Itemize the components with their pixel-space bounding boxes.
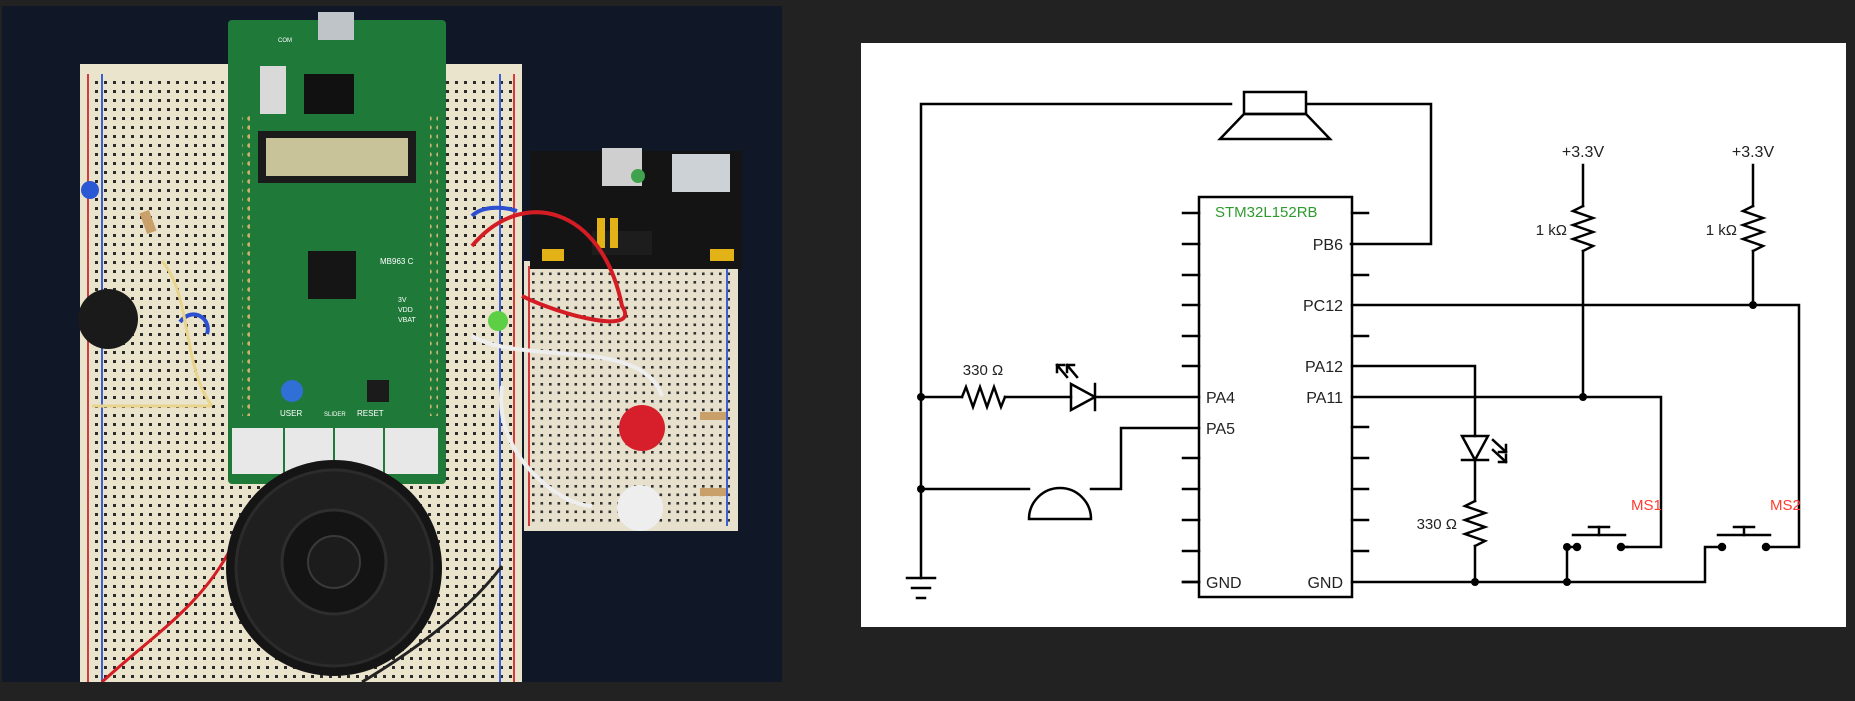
pin-label-pa5: PA5 [1206, 421, 1235, 438]
resistor-led2-label: 330 Ω [1417, 516, 1457, 533]
circuit-schematic: STM32L152RB PB6 PC12 PA12 PA11 GND PA4 P… [905, 90, 1801, 600]
hardware-photo: MB963 C USER RESET SLIDER COM 3V VDD VBA… [2, 6, 782, 682]
board-model-label: MB963 C [380, 257, 414, 266]
pin-label-pb6: PB6 [1313, 237, 1343, 254]
pin-label-pa12: PA12 [1305, 359, 1343, 376]
chip-name-label: STM32L152RB [1215, 204, 1318, 221]
buzzer-symbol [1027, 486, 1093, 521]
reset-label: RESET [357, 409, 384, 418]
switch-ms2-symbol [1716, 525, 1772, 552]
resistor-led1-label: 330 Ω [963, 362, 1003, 379]
right-pin-stubs [1350, 211, 1370, 553]
switch-ms2-label: MS2 [1770, 497, 1801, 514]
lcd-display [266, 138, 408, 176]
speaker-symbol [1217, 90, 1333, 141]
wire-pc12 [1350, 303, 1801, 549]
power-label-vdd: VDD [398, 307, 413, 314]
slider-label: SLIDER [324, 412, 346, 418]
pullup-label-1: 1 kΩ [1536, 222, 1567, 239]
buzzer [78, 289, 138, 349]
user-button[interactable] [281, 380, 303, 402]
resistor-1 [139, 209, 157, 235]
red-button [619, 405, 665, 451]
blue-led [81, 181, 99, 199]
supply-label-2: +3.3V [1732, 144, 1775, 161]
mcu-chip [308, 251, 356, 299]
wire-speaker-left [919, 102, 1233, 395]
led-2-symbol [1459, 434, 1508, 464]
switch-ms1-label: MS1 [1631, 497, 1662, 514]
com-label: COM [278, 38, 292, 44]
user-label: USER [280, 409, 302, 418]
pin-label-pa4: PA4 [1206, 390, 1235, 407]
resistor-2 [700, 412, 726, 420]
wire-pa5 [1089, 426, 1201, 491]
speaker [226, 460, 442, 676]
junction-dots [917, 301, 1757, 586]
wire-pa12 [1350, 364, 1477, 438]
wire-gnd-bus [1350, 545, 1721, 584]
wire-pa11 [1350, 395, 1663, 549]
pin-label-gnd-left: GND [1206, 575, 1242, 592]
resistor-330-led2 [1461, 499, 1489, 548]
resistor-330-led1 [960, 383, 1007, 411]
breadboard-photo-illustration: MB963 C USER RESET SLIDER COM 3V VDD VBA… [78, 12, 742, 682]
green-led [488, 311, 508, 331]
led-1-symbol [1055, 363, 1098, 413]
discovery-board: MB963 C USER RESET SLIDER COM 3V VDD VBA… [228, 12, 446, 484]
switch-ms1-symbol [1571, 525, 1627, 552]
white-button [617, 485, 663, 531]
power-label-3v: 3V [398, 297, 407, 304]
pin-label-gnd-right: GND [1307, 575, 1343, 592]
pullup-resistor-1 [1569, 204, 1597, 253]
supply-label-1: +3.3V [1562, 144, 1605, 161]
reset-button[interactable] [367, 380, 389, 402]
schematic-diagram: STM32L152RB PB6 PC12 PA12 PA11 GND PA4 P… [861, 43, 1846, 627]
pullup-resistor-2 [1739, 204, 1767, 253]
power-supply-module [530, 148, 742, 269]
wire-speaker-right [1305, 102, 1433, 246]
pin-label-pc12: PC12 [1303, 298, 1343, 315]
pin-label-pa11: PA11 [1306, 390, 1343, 407]
ground-symbol [905, 576, 937, 600]
pullup-label-2: 1 kΩ [1706, 222, 1737, 239]
power-label-vbat: VBAT [398, 317, 416, 324]
resistor-3 [700, 488, 726, 496]
